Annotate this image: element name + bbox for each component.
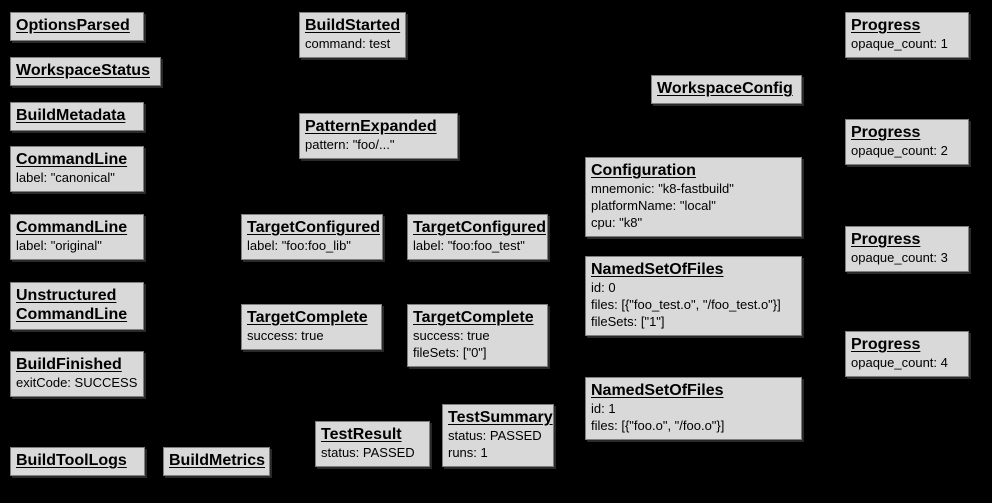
event-node-build-metrics: BuildMetrics: [163, 447, 270, 476]
event-node-field: files: [{"foo_test.o", "/foo_test.o"}]: [591, 297, 781, 312]
event-node-field: mnemonic: "k8-fastbuild": [591, 181, 734, 196]
event-node-progress-1: Progress opaque_count: 1: [845, 12, 969, 58]
event-node-field: opaque_count: 3: [851, 250, 948, 265]
event-node-title: WorkspaceStatus: [16, 62, 150, 79]
event-node-progress-4: Progress opaque_count: 4: [845, 331, 969, 377]
event-node-test-result: TestResult status: PASSED: [315, 421, 430, 467]
event-node-title: Progress: [851, 231, 921, 248]
event-node-title: BuildMetrics: [169, 452, 266, 469]
event-node-title: BuildToolLogs: [16, 452, 127, 469]
event-node-title: PatternExpanded: [305, 118, 437, 135]
event-node-progress-3: Progress opaque_count: 3: [845, 226, 969, 272]
event-node-title: NamedSetOfFiles: [591, 382, 724, 399]
event-node-title: Progress: [851, 336, 921, 353]
event-node-title: TargetConfigured: [413, 219, 547, 236]
event-node-field: fileSets: ["0"]: [413, 345, 487, 360]
event-node-workspace-status: WorkspaceStatus: [10, 57, 161, 86]
event-node-title: WorkspaceConfig: [657, 80, 793, 97]
event-node-title: BuildMetadata: [16, 107, 126, 124]
event-node-configuration: Configuration mnemonic: "k8-fastbuild" pla…: [585, 157, 802, 237]
event-node-field: status: PASSED: [321, 445, 415, 460]
event-node-field: cpu: "k8": [591, 215, 643, 230]
event-node-build-finished: BuildFinished exitCode: SUCCESS: [10, 351, 144, 397]
event-node-field: label: "original": [16, 238, 102, 253]
event-node-options-parsed: OptionsParsed: [10, 12, 144, 41]
event-node-title: Progress: [851, 17, 921, 34]
event-node-target-configured-lib: TargetConfigured label: "foo:foo_lib": [241, 214, 383, 260]
event-node-title: BuildFinished: [16, 356, 122, 373]
event-node-field: id: 0: [591, 280, 616, 295]
event-node-field: files: [{"foo.o", "/foo.o"}]: [591, 418, 725, 433]
event-node-test-summary: TestSummary status: PASSED runs: 1: [442, 404, 554, 467]
event-node-field: success: true: [413, 328, 490, 343]
event-node-field: label: "canonical": [16, 170, 115, 185]
event-node-title: TargetComplete: [247, 309, 368, 326]
event-node-title: CommandLine: [16, 219, 128, 236]
event-node-title: TestSummary: [448, 409, 553, 426]
event-node-progress-2: Progress opaque_count: 2: [845, 119, 969, 165]
event-node-workspace-config: WorkspaceConfig: [651, 75, 802, 104]
event-node-title: TargetComplete: [413, 309, 534, 326]
event-node-title: NamedSetOfFiles: [591, 261, 724, 278]
event-node-title: TestResult: [321, 426, 402, 443]
event-node-field: opaque_count: 2: [851, 143, 948, 158]
event-node-pattern-expanded: PatternExpanded pattern: "foo/...": [299, 113, 458, 159]
event-node-named-set-of-files-0: NamedSetOfFiles id: 0 files: [{"foo_test.o…: [585, 256, 802, 336]
event-node-field: exitCode: SUCCESS: [16, 375, 138, 390]
event-node-build-started: BuildStarted command: test: [299, 12, 406, 58]
event-node-field: label: "foo:foo_test": [413, 238, 525, 253]
event-node-title: BuildStarted: [305, 17, 401, 34]
event-node-field: fileSets: ["1"]: [591, 314, 665, 329]
event-node-command-line-original: CommandLine label: "original": [10, 214, 144, 260]
event-node-named-set-of-files-1: NamedSetOfFiles id: 1 files: [{"foo.o", "/…: [585, 377, 802, 440]
event-node-title: Configuration: [591, 162, 696, 179]
event-node-field: success: true: [247, 328, 324, 343]
event-node-target-complete-test: TargetComplete success: true fileSets: ["0…: [407, 304, 548, 367]
event-node-field: pattern: "foo/...": [305, 137, 395, 152]
event-node-field: status: PASSED: [448, 428, 542, 443]
event-node-build-metadata: BuildMetadata: [10, 102, 144, 131]
event-node-target-complete-lib: TargetComplete success: true: [241, 304, 382, 350]
event-node-target-configured-test: TargetConfigured label: "foo:foo_test": [407, 214, 548, 260]
event-node-build-tool-logs: BuildToolLogs: [10, 447, 145, 476]
event-node-field: runs: 1: [448, 445, 488, 460]
event-node-command-line-canonical: CommandLine label: "canonical": [10, 146, 144, 192]
event-node-field: label: "foo:foo_lib": [247, 238, 351, 253]
event-node-field: opaque_count: 1: [851, 36, 948, 51]
event-node-title: TargetConfigured: [247, 219, 381, 236]
event-node-field: command: test: [305, 36, 391, 51]
event-node-field: opaque_count: 4: [851, 355, 948, 370]
event-node-title: CommandLine: [16, 151, 128, 168]
event-node-title: OptionsParsed: [16, 17, 130, 34]
event-node-title: Progress: [851, 124, 921, 141]
event-node-field: platformName: "local": [591, 198, 716, 213]
event-node-field: id: 1: [591, 401, 616, 416]
